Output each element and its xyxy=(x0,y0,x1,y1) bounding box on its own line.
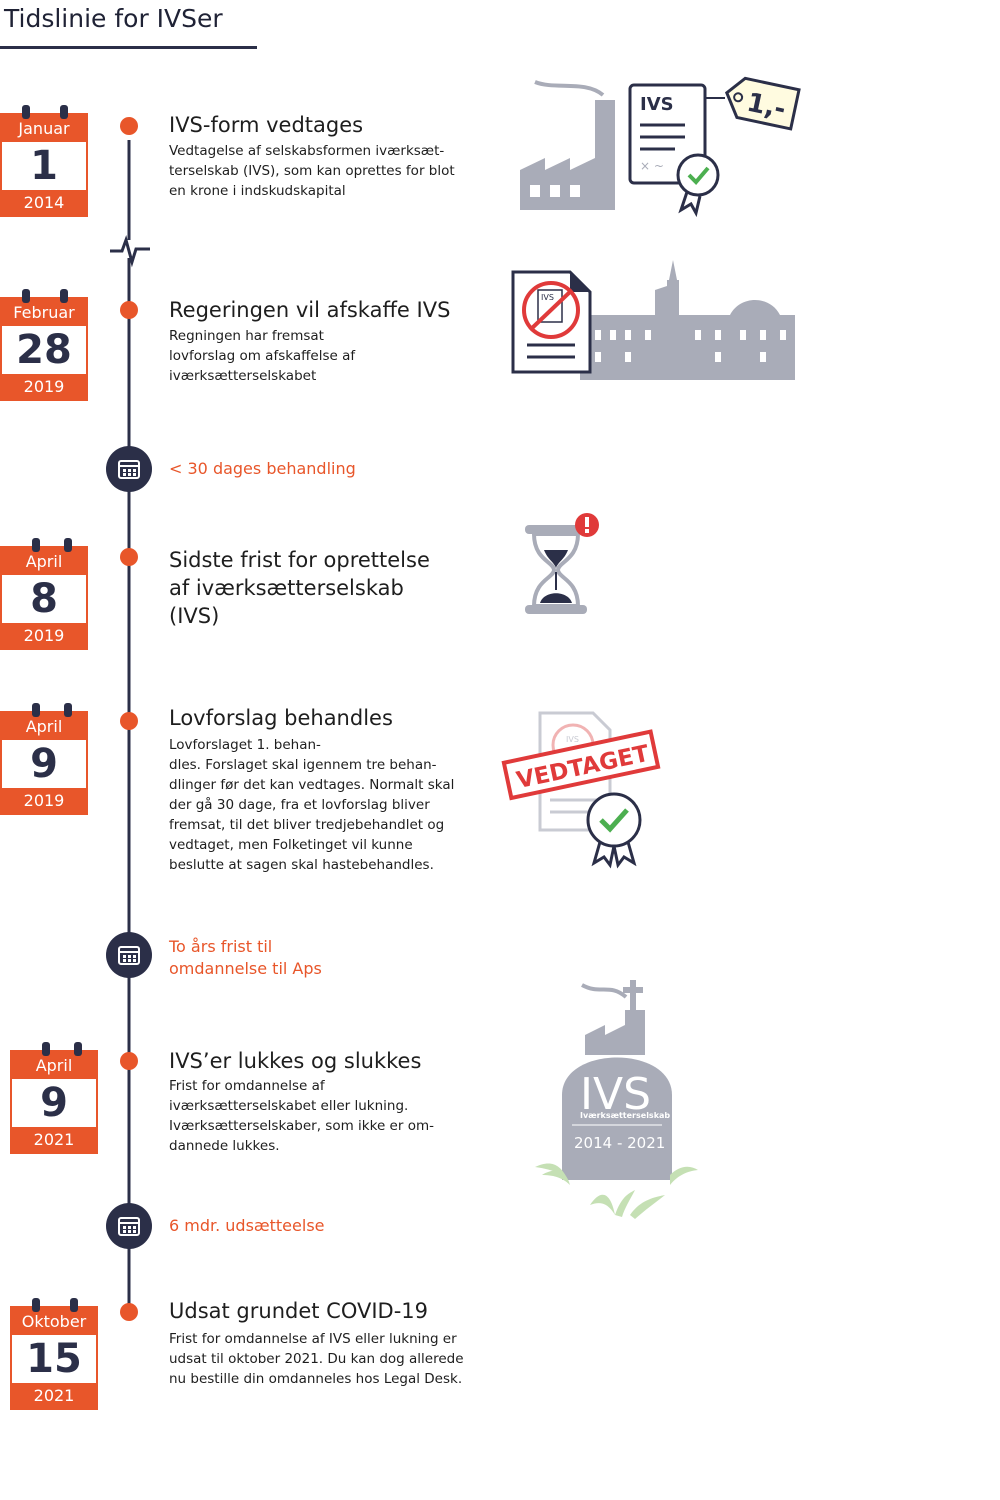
approved-document-illustration: IVS VEDTAGET xyxy=(501,711,661,869)
parliament-document-illustration: IVS xyxy=(511,260,795,380)
calendar-ring xyxy=(22,105,30,119)
calendar-ring xyxy=(60,289,68,303)
calendar-month: April xyxy=(2,548,86,575)
calendar-year: 2019 xyxy=(2,623,86,648)
tombstone-icon xyxy=(562,1057,672,1180)
event-title: IVS’er lukkes og slukkes xyxy=(169,1049,422,1073)
calendar-ring xyxy=(70,1298,78,1312)
svg-text:IVS: IVS xyxy=(541,293,554,302)
calendar-year: 2019 xyxy=(2,788,86,813)
timeline-note: < 30 dages behandling xyxy=(169,459,356,478)
parliament-building-icon xyxy=(580,260,795,380)
calendar-month: Januar xyxy=(2,115,86,142)
approval-seal-icon xyxy=(586,792,642,848)
calendar-month: Februar xyxy=(2,299,86,326)
svg-text:IVS: IVS xyxy=(640,94,674,115)
tombstone-illustration: IVS Iværksætterselskab 2014 - 2021 xyxy=(535,980,698,1219)
svg-text:2014 - 2021: 2014 - 2021 xyxy=(574,1134,665,1152)
calendar-ring xyxy=(32,1298,40,1312)
title-underline xyxy=(0,46,257,49)
svg-text:IVS: IVS xyxy=(566,735,579,744)
calendar-circle-icon xyxy=(106,1203,152,1249)
event-title: Udsat grundet COVID-19 xyxy=(169,1299,429,1323)
calendar-month: April xyxy=(12,1052,96,1079)
page-title: Tidslinie for IVSer xyxy=(4,4,223,33)
hourglass-illustration xyxy=(525,513,599,614)
timeline-dot xyxy=(120,712,138,730)
calendar-day: 1 xyxy=(30,143,58,189)
calendar-ring xyxy=(64,703,72,717)
calendar-ring xyxy=(64,538,72,552)
timeline-dot xyxy=(120,1303,138,1321)
calendar-year: 2019 xyxy=(2,374,86,399)
calendar-date-5: April 9 2021 xyxy=(10,1042,98,1154)
calendar-day: 9 xyxy=(30,741,58,787)
svg-text:Iværksætterselskab: Iværksætterselskab xyxy=(580,1111,670,1120)
timeline-note: 6 mdr. udsætteelse xyxy=(169,1216,325,1235)
calendar-day: 15 xyxy=(26,1336,82,1382)
calendar-ring xyxy=(74,1042,82,1056)
price-tag-icon: 1,- xyxy=(724,76,801,131)
calendar-date-4: April 9 2019 xyxy=(0,703,88,815)
calendar-date-6: Oktober 15 2021 xyxy=(10,1298,98,1410)
svg-text:× ~: × ~ xyxy=(640,159,664,173)
svg-text:IVS: IVS xyxy=(580,1069,651,1120)
timeline-dot xyxy=(120,1052,138,1070)
event-description: Lovforslaget 1. behan-dles. Forslaget sk… xyxy=(169,737,455,873)
calendar-ring xyxy=(32,538,40,552)
calendar-date-2: Februar 28 2019 xyxy=(0,289,88,401)
event-title: Lovforslag behandles xyxy=(169,706,393,730)
event-description: Frist for omdannelse af IVS eller luknin… xyxy=(169,1331,464,1387)
calendar-year: 2021 xyxy=(12,1383,96,1408)
timeline-dot xyxy=(120,301,138,319)
calendar-year: 2014 xyxy=(2,190,86,215)
timeline-dot xyxy=(120,548,138,566)
event-description: Vedtagelse af selskabsformen iværksæt-te… xyxy=(169,143,455,199)
calendar-day: 28 xyxy=(16,327,72,373)
event-title: IVS-form vedtages xyxy=(169,113,364,137)
calendar-month: April xyxy=(2,713,86,740)
calendar-ring xyxy=(22,289,30,303)
timeline-dot xyxy=(120,117,138,135)
factory-certificate-illustration: IVS × ~ 1,- xyxy=(520,76,801,218)
calendar-ring xyxy=(60,105,68,119)
calendar-date-1: Januar 1 2014 xyxy=(0,105,88,217)
calendar-day: 9 xyxy=(40,1080,68,1126)
calendar-day: 8 xyxy=(30,576,58,622)
calendar-date-3: April 8 2019 xyxy=(0,538,88,650)
grass-icon xyxy=(535,1163,698,1219)
factory-icon xyxy=(520,100,615,210)
event-title: Regeringen vil afskaffe IVS xyxy=(169,298,451,322)
calendar-ring xyxy=(42,1042,50,1056)
calendar-ring xyxy=(32,703,40,717)
calendar-circle-icon xyxy=(106,446,152,492)
calendar-circle-icon xyxy=(106,932,152,978)
calendar-month: Oktober xyxy=(12,1308,96,1335)
calendar-year: 2021 xyxy=(12,1127,96,1152)
